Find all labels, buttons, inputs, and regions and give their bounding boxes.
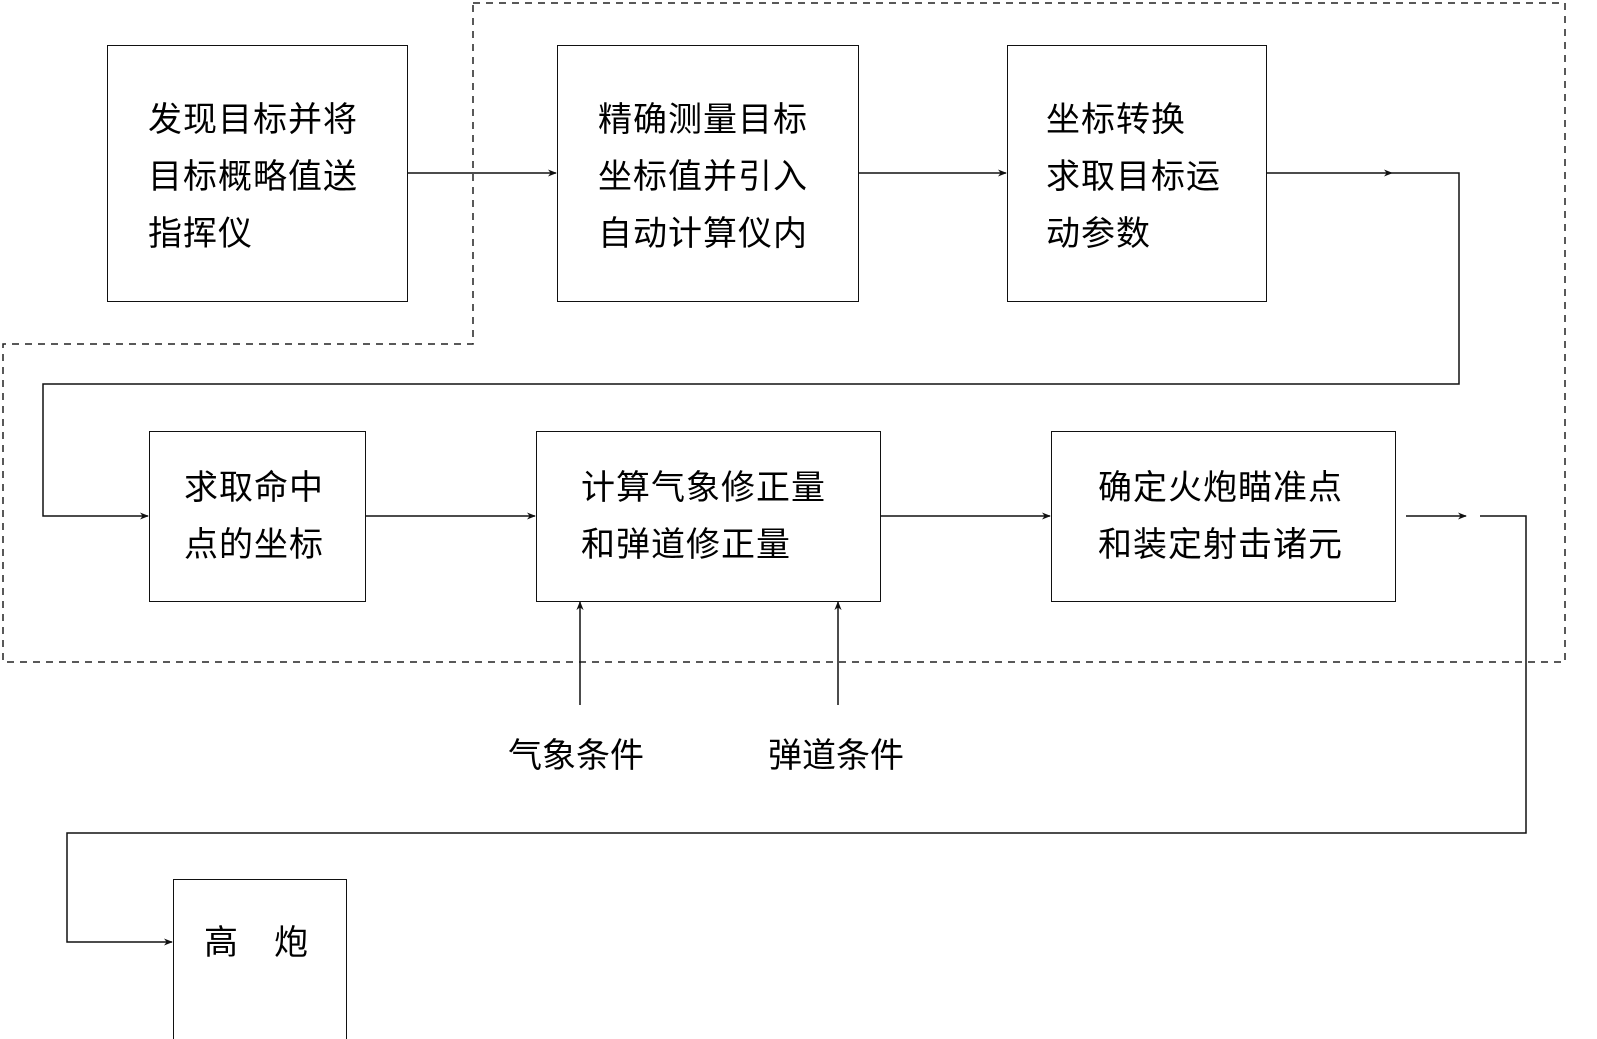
node-coordinate-transform-line-2: 求取目标运 — [1046, 157, 1221, 197]
node-aa-gun-label: 高 炮 — [204, 923, 309, 963]
node-precise-measure-line-3: 自动计算仪内 — [598, 214, 808, 254]
node-hit-point: 求取命中 点的坐标 — [149, 431, 366, 602]
node-correction-calc-line-1: 计算气象修正量 — [581, 468, 826, 508]
edge-n3-n4-connector — [42, 172, 1460, 520]
input-ballistic-conditions: 弹道条件 — [768, 736, 904, 776]
edge-n6-n7-connector — [66, 515, 1527, 946]
node-hit-point-line-2: 点的坐标 — [184, 525, 324, 565]
node-aim-point-line-1: 确定火炮瞄准点 — [1098, 468, 1343, 508]
node-hit-point-line-1: 求取命中 — [184, 468, 324, 508]
node-precise-measure: 精确测量目标 坐标值并引入 自动计算仪内 — [557, 45, 859, 302]
node-correction-calc-line-2: 和弹道修正量 — [581, 525, 791, 565]
node-find-target: 发现目标并将 目标概略值送 指挥仪 — [107, 45, 408, 302]
input-weather-conditions: 气象条件 — [508, 736, 644, 776]
node-precise-measure-line-1: 精确测量目标 — [598, 100, 808, 140]
node-correction-calc: 计算气象修正量 和弹道修正量 — [536, 431, 881, 602]
node-coordinate-transform-line-3: 动参数 — [1046, 214, 1151, 254]
node-aim-point: 确定火炮瞄准点 和装定射击诸元 — [1051, 431, 1396, 602]
dotted-group-boundary — [2, 2, 1566, 663]
node-find-target-line-1: 发现目标并将 — [148, 100, 358, 140]
node-coordinate-transform: 坐标转换 求取目标运 动参数 — [1007, 45, 1267, 302]
node-find-target-line-2: 目标概略值送 — [148, 157, 358, 197]
node-aa-gun: 高 炮 — [173, 879, 347, 1039]
node-aim-point-line-2: 和装定射击诸元 — [1098, 525, 1343, 565]
node-find-target-line-3: 指挥仪 — [148, 214, 253, 254]
node-precise-measure-line-2: 坐标值并引入 — [598, 157, 808, 197]
node-coordinate-transform-line-1: 坐标转换 — [1046, 100, 1186, 140]
